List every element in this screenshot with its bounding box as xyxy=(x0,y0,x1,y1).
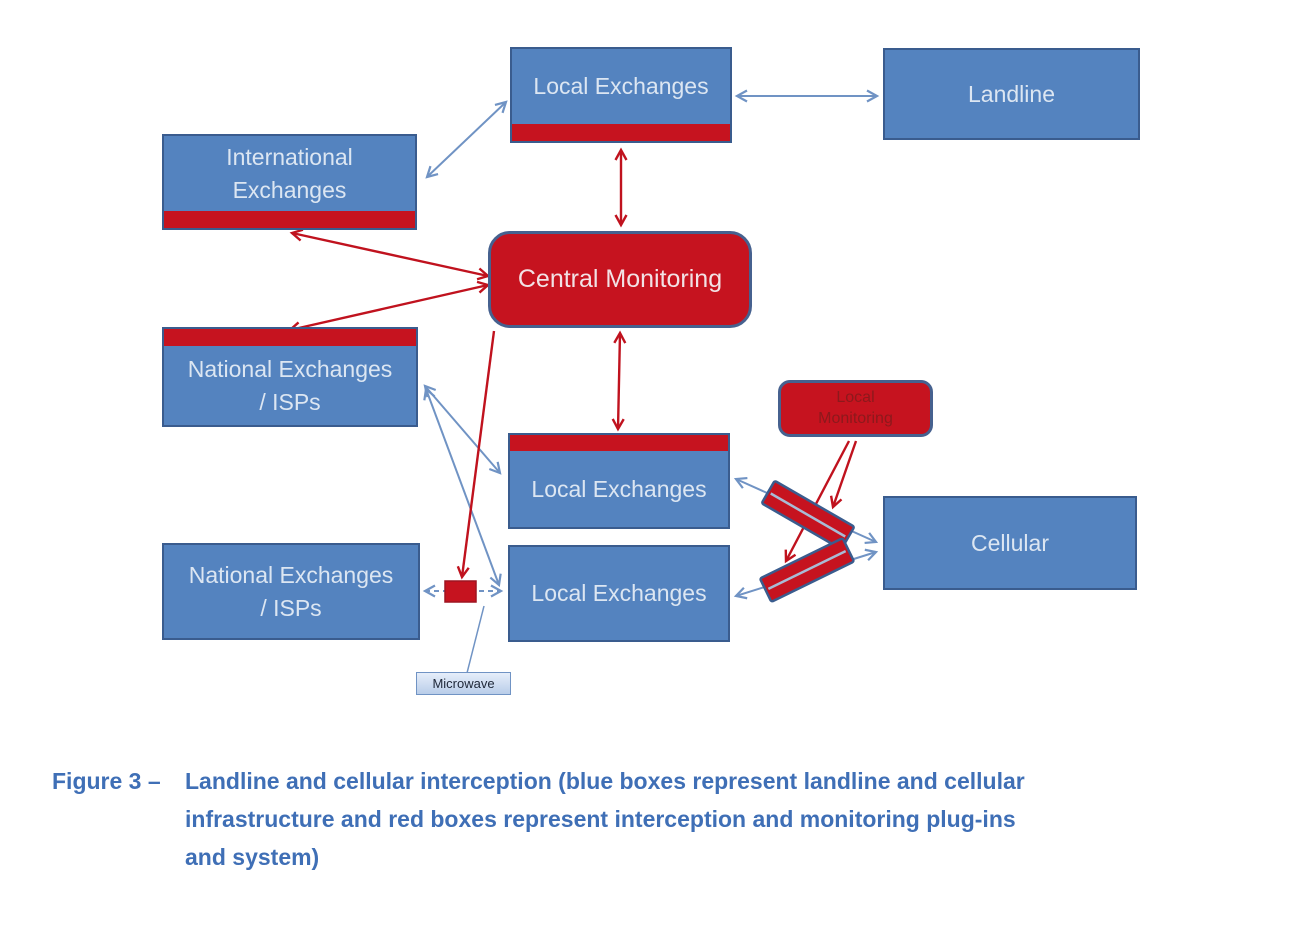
figure-caption: Figure 3 – Landline and cellular interce… xyxy=(52,762,1025,876)
connector-local-monitoring-lower-tap xyxy=(784,440,851,564)
box-international-exchanges-label: International Exchanges xyxy=(164,136,415,211)
microwave-tap-box xyxy=(444,580,477,603)
connector-national-upper-local-bottom xyxy=(423,386,502,588)
box-national-exchanges-upper-label: National Exchanges / ISPs xyxy=(164,346,416,425)
connector-local-exchanges-international xyxy=(425,100,508,179)
box-local-exchanges-mid-label: Local Exchanges xyxy=(531,475,707,502)
label-line: Local xyxy=(836,388,875,406)
connector-central-local-exchanges-mid xyxy=(611,330,627,432)
box-national-exchanges-upper: National Exchanges / ISPs xyxy=(162,327,418,427)
cellular-tap-lower xyxy=(759,537,855,603)
label-line: Monitoring xyxy=(818,409,893,427)
box-local-monitoring: Local Monitoring xyxy=(778,380,933,437)
label-line: Exchanges xyxy=(232,176,347,203)
box-local-exchanges-mid: Local Exchanges xyxy=(508,433,730,529)
label-line: International xyxy=(226,144,353,171)
cellular-tap-upper xyxy=(761,480,855,550)
connector-central-national-upper xyxy=(287,280,491,335)
box-landline-label: Landline xyxy=(968,80,1055,107)
microwave-callout-label: Microwave xyxy=(432,676,495,691)
label-line: National Exchanges xyxy=(187,356,393,383)
connector-local-monitoring-upper-tap xyxy=(829,440,858,510)
interception-strip-bottom xyxy=(164,211,415,228)
label-line: National Exchanges xyxy=(188,562,394,589)
interception-strip-top xyxy=(164,329,416,346)
box-central-monitoring: Central Monitoring xyxy=(488,231,752,328)
figure-caption-line: infrastructure and red boxes represent i… xyxy=(185,806,1016,832)
connector-central-microwave-tap xyxy=(456,330,496,580)
box-international-exchanges: International Exchanges xyxy=(162,134,417,230)
microwave-callout-line xyxy=(466,605,485,674)
box-local-exchanges-bottom-label: Local Exchanges xyxy=(531,580,707,607)
label-line: / ISPs xyxy=(260,594,322,621)
microwave-callout: Microwave xyxy=(416,672,511,695)
box-national-exchanges-lower-label: National Exchanges / ISPs xyxy=(164,545,418,638)
label-line: / ISPs xyxy=(259,388,321,415)
box-landline: Landline xyxy=(883,48,1140,140)
figure-caption-line: Landline and cellular interception (blue… xyxy=(185,768,1025,794)
figure-caption-prefix: Figure 3 – xyxy=(52,768,161,794)
figure-caption-line: and system) xyxy=(185,844,320,870)
box-local-exchanges-top-label: Local Exchanges xyxy=(533,73,709,100)
connector-central-international xyxy=(289,228,491,281)
box-central-monitoring-label: Central Monitoring xyxy=(517,265,723,293)
figure-caption-text: Landline and cellular interception (blue… xyxy=(185,762,1025,876)
box-cellular: Cellular xyxy=(883,496,1137,590)
box-local-exchanges-bottom: Local Exchanges xyxy=(508,545,730,642)
interception-strip-bottom xyxy=(512,124,730,141)
box-national-exchanges-lower: National Exchanges / ISPs xyxy=(162,543,420,640)
box-local-exchanges-top: Local Exchanges xyxy=(510,47,732,143)
interception-strip-top xyxy=(510,435,728,451)
box-cellular-label: Cellular xyxy=(971,529,1049,556)
connector-national-upper-local-mid xyxy=(423,384,502,475)
